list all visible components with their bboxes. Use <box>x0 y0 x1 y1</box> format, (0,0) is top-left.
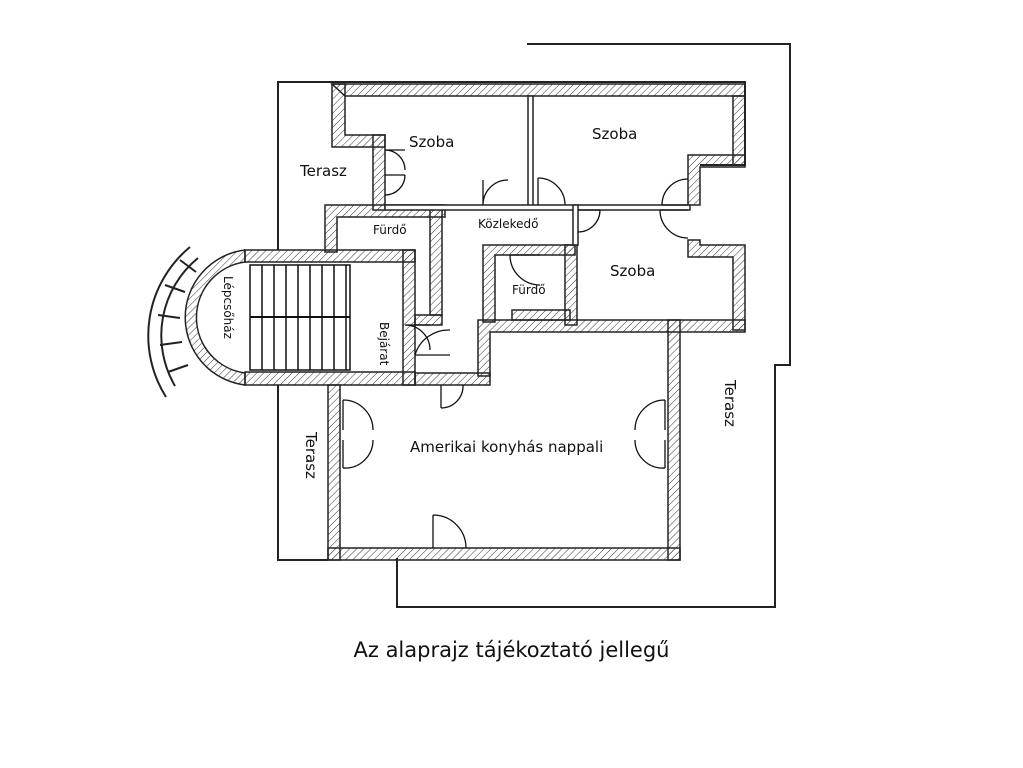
room-label-terasz-right: Terasz <box>721 379 739 427</box>
room-label-terasz-top: Terasz <box>299 162 347 180</box>
room-label-szoba-2: Szoba <box>592 125 637 143</box>
terrace-lower-left-outline <box>277 385 328 561</box>
room-label-furdo-2: Fürdő <box>512 283 546 297</box>
staircase <box>249 264 351 371</box>
room-label-kozlekedo: Közlekedő <box>478 217 539 231</box>
room-label-bejarat: Bejárat <box>377 322 391 366</box>
plan-caption: Az alaprajz tájékoztató jellegű <box>353 638 670 662</box>
room-label-furdo-1: Fürdő <box>373 223 407 237</box>
room-label-lepcsohaz: Lépcsőház <box>221 276 235 339</box>
room-label-szoba-1: Szoba <box>409 133 454 151</box>
walls <box>184 83 746 561</box>
terrace-right-outline <box>396 43 791 608</box>
room-label-terasz-left: Terasz <box>302 431 320 479</box>
doors <box>342 149 689 549</box>
room-label-nappali: Amerikai konyhás nappali <box>410 438 603 456</box>
room-label-szoba-3: Szoba <box>610 262 655 280</box>
curved-bay <box>147 246 199 398</box>
